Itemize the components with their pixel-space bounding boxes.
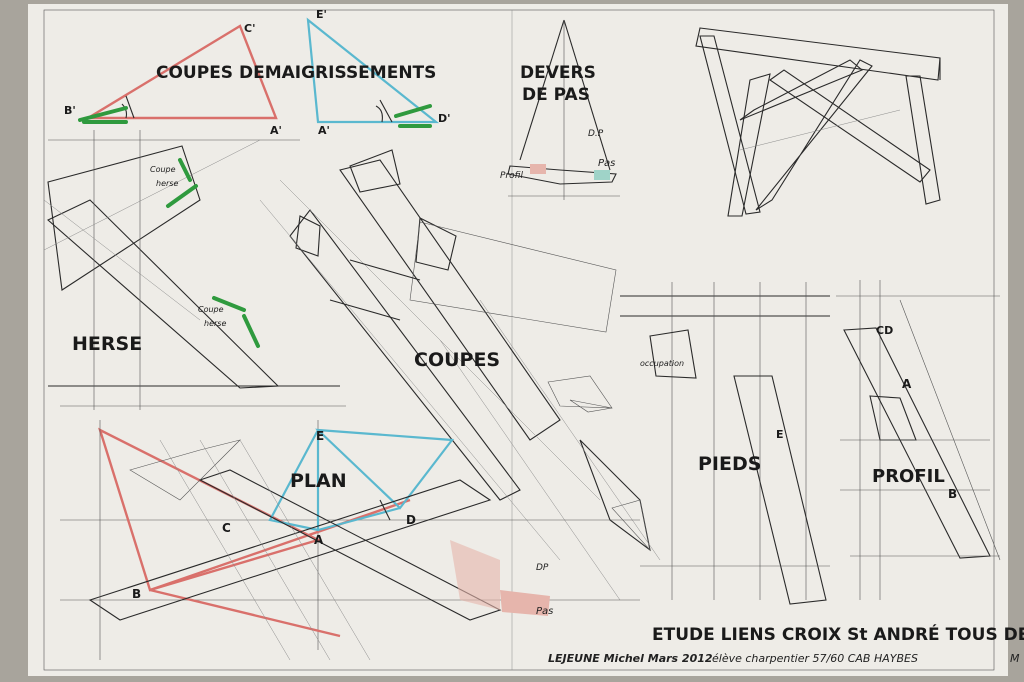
note-coupe-herse-1a: Coupe xyxy=(150,165,176,174)
devers-de-pas-drawing xyxy=(507,19,620,200)
label-profil: PROFIL xyxy=(872,466,945,487)
point-cd: CD xyxy=(876,324,893,337)
plan-drawing xyxy=(60,420,640,661)
drawing-title: ETUDE LIENS CROIX St ANDRÉ TOUS DEVERS xyxy=(652,623,1024,645)
note-dp-small: D.P xyxy=(588,129,604,139)
point-b: B xyxy=(132,587,141,601)
pieds-profil-drawing xyxy=(620,280,1001,605)
point-b-prime: B' xyxy=(64,104,76,117)
label-pieds: PIEDS xyxy=(698,453,761,475)
point-e-pieds: E xyxy=(776,428,784,441)
note-dp-plan: DP xyxy=(536,563,549,573)
corner-mark: M xyxy=(1010,652,1020,665)
point-c-prime: C' xyxy=(244,22,255,35)
school-line: élève charpentier 57/60 CAB HAYBES xyxy=(712,652,918,665)
coupes-drawing xyxy=(259,149,661,601)
point-a-profil: A xyxy=(902,377,912,391)
label-plan: PLAN xyxy=(290,470,347,492)
perspective-drawing xyxy=(695,27,941,217)
note-coupe-herse-2a: Coupe xyxy=(198,305,224,314)
note-coupe-herse-1b: herse xyxy=(156,179,178,188)
point-c: C xyxy=(222,521,231,535)
point-a-prime-2: A' xyxy=(318,124,330,137)
author-line: LEJEUNE Michel Mars 2012 xyxy=(548,652,713,665)
point-a-prime-1: A' xyxy=(270,124,282,137)
note-coupe-herse-2b: herse xyxy=(204,319,226,328)
point-a: A xyxy=(314,533,324,547)
sheet-border xyxy=(43,9,995,671)
demaigrissement-triangles xyxy=(78,17,440,128)
label-devers-line1: DEVERS xyxy=(520,63,596,83)
note-pas-plan: Pas xyxy=(536,606,553,617)
label-devers-line2: DE PAS xyxy=(522,85,590,105)
label-coupes-demaigrissements: COUPES DEMAIGRISSEMENTS xyxy=(156,63,436,83)
note-occupation: occupation xyxy=(640,359,684,368)
point-e: E xyxy=(316,429,324,443)
herse-drawing xyxy=(43,130,346,410)
point-d-prime: D' xyxy=(438,112,451,125)
label-coupes: COUPES xyxy=(414,349,500,371)
point-d: D xyxy=(406,513,416,527)
point-e-prime: E' xyxy=(316,8,327,21)
note-profil-small: Profil xyxy=(500,171,523,181)
point-b-profil: B xyxy=(948,487,957,501)
paper-sheet xyxy=(28,4,1008,676)
note-pas-small: Pas xyxy=(598,158,615,169)
label-herse: HERSE xyxy=(72,333,142,355)
